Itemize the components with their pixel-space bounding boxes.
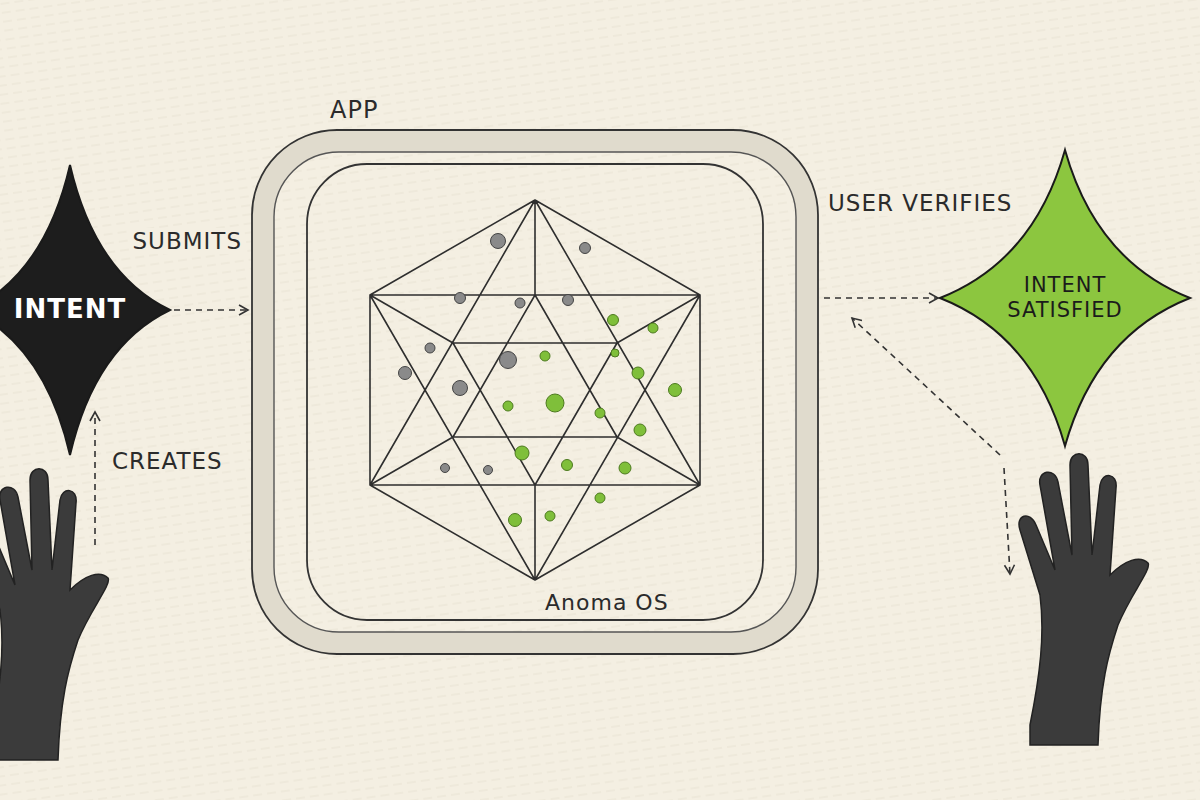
grey-dot: [399, 367, 412, 380]
particle-dots: [399, 234, 682, 527]
green-dot: [634, 424, 646, 436]
intent-star: INTENT: [0, 165, 170, 455]
grey-dot: [425, 343, 435, 353]
grey-dot: [580, 243, 591, 254]
grey-dot: [441, 464, 450, 473]
grey-dot: [484, 466, 493, 475]
green-dot: [595, 408, 605, 418]
frame-label: Anoma OS: [545, 590, 669, 615]
green-dot: [503, 401, 513, 411]
right-hand: [1019, 454, 1148, 745]
creates-arrow: [94, 412, 96, 545]
node-label: INTENT: [14, 294, 126, 325]
grey-dot: [491, 234, 506, 249]
app-outer-line: [252, 130, 818, 654]
dashed-arrow: [824, 297, 938, 299]
green-dot: [608, 315, 619, 326]
app-inner-line: [274, 152, 796, 632]
os-frame-outline: [305, 162, 765, 622]
grey-dot: [453, 381, 468, 396]
node-label: INTENT SATISFIED: [990, 273, 1140, 323]
edge-label: USER VERIFIES: [826, 190, 1014, 216]
green-dot: [619, 462, 631, 474]
feedback-arrow: [852, 318, 1000, 455]
dashed-arrow: [174, 309, 248, 311]
return-arrow: [1004, 468, 1010, 574]
green-dot: [562, 460, 573, 471]
grey-dot: [455, 293, 466, 304]
os-line: [307, 164, 763, 620]
green-dot: [632, 367, 644, 379]
star-shape: [0, 165, 170, 455]
app-band: [263, 141, 807, 643]
green-dot: [509, 514, 522, 527]
label-holder: CREATES: [112, 448, 223, 474]
edge-label: SUBMITS: [131, 228, 245, 254]
icosahedron: [370, 200, 700, 580]
green-dot: [546, 394, 564, 412]
green-dot: [648, 323, 658, 333]
green-dot: [669, 384, 682, 397]
os-frame: Anoma OS: [305, 162, 765, 622]
green-dot: [515, 446, 529, 460]
frame-heading: APP: [330, 96, 378, 124]
app-frame-outline: [250, 94, 820, 656]
edge-label-holder: SUBMITS: [131, 228, 245, 254]
left-hand: [0, 469, 108, 760]
grey-dot: [500, 352, 517, 369]
app-frame: APP Anoma OS: [250, 94, 820, 656]
green-dot: [540, 351, 550, 361]
arrow-label: CREATES: [112, 448, 223, 474]
green-dot: [611, 349, 619, 357]
edge-label-holder: USER VERIFIES: [826, 190, 1014, 216]
grey-dot: [563, 295, 574, 306]
green-dot: [595, 493, 605, 503]
grey-dot: [515, 298, 525, 308]
green-dot: [545, 511, 555, 521]
